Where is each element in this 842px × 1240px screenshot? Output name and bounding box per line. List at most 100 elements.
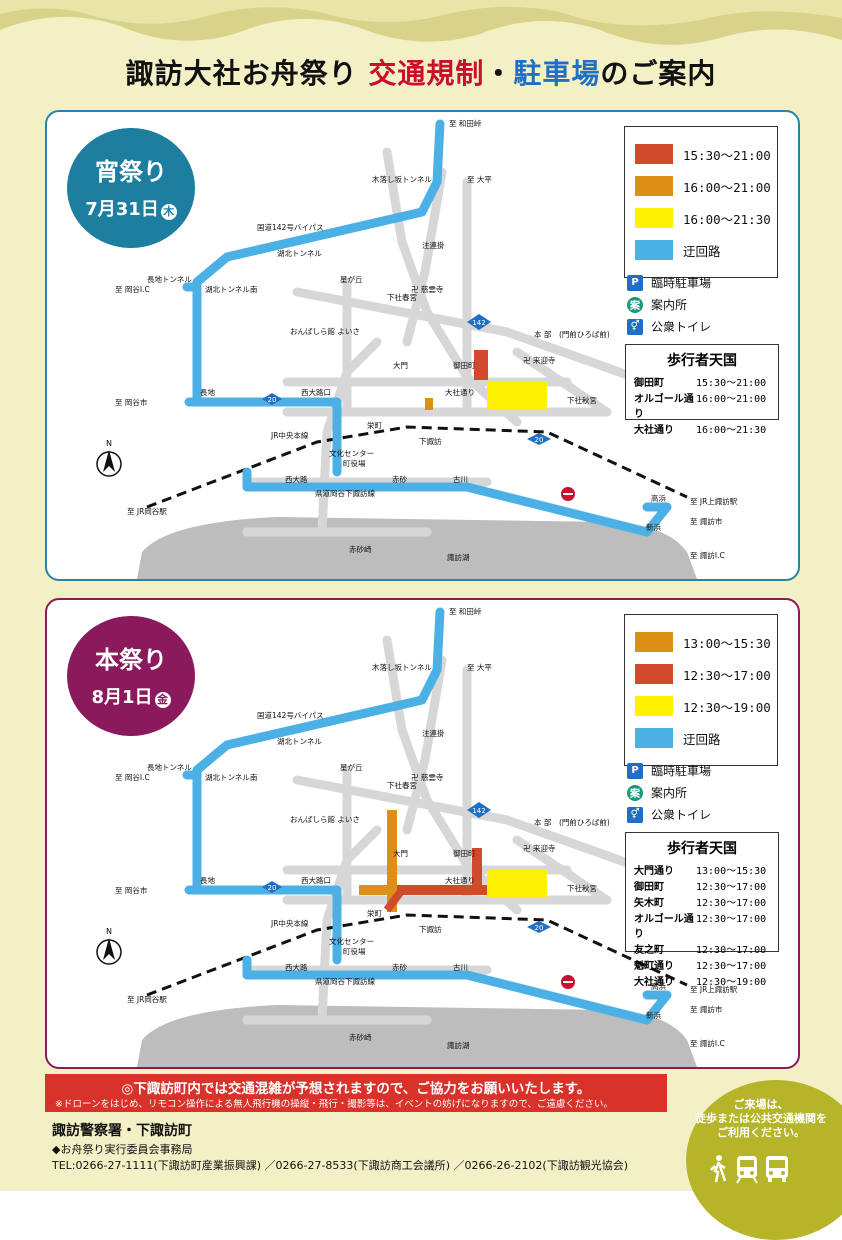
map-label-jiryou: 卍 慈雲寺	[411, 773, 444, 782]
map-label-sakae: 栄町	[367, 909, 382, 918]
traffic-notice: ◎下諏訪町内では交通混雑が予想されますので、ご協力をお願いいたします。 ※ドロー…	[45, 1074, 667, 1112]
map-label-kiotoshi: 木落し坂トンネル	[372, 663, 432, 672]
map-label-lake: 諏訪湖	[447, 553, 470, 562]
organizer: 諏訪警察署・下諏訪町	[52, 1123, 192, 1139]
map-label-bunka: 文化センター	[329, 937, 374, 946]
map-label-jr-line: JR中央本線	[271, 431, 309, 440]
parking-icon: P	[627, 762, 643, 779]
yoimatsuri-panel: 20 142 20 N 至 和田峠 木落し坂トンネル 至 大平 国道142号バイ…	[45, 110, 800, 581]
parking-icon: P	[627, 274, 643, 291]
yoimatsuri-badge: 宵祭り 7月31日木	[67, 128, 195, 248]
contact-tel: TEL:0266-27-1111(下諏訪町産業振興課) ／0266-27-853…	[52, 1159, 629, 1172]
map-label-chuzenji: 注連掛	[422, 729, 445, 738]
map-label-nishioji: 西大路口	[301, 876, 331, 885]
info-icon: 案	[627, 784, 643, 801]
svg-text:20: 20	[268, 884, 277, 892]
map-label-shinbo: 新浜	[646, 1011, 661, 1020]
map-label-konan: 湖北トンネル	[277, 737, 322, 746]
honmatsuri-badge: 本祭り 8月1日金	[67, 616, 195, 736]
svg-text:142: 142	[472, 319, 485, 327]
map-label-lake: 諏訪湖	[447, 1041, 470, 1050]
map-label-nagaji-tunnel: 長地トンネル	[147, 275, 192, 284]
map-label-bypass: 国道142号バイパス	[257, 223, 324, 232]
yoimatsuri-map: 20 142 20 N	[96, 119, 697, 579]
map-label-hoshigaoka: 星が丘	[340, 275, 363, 284]
map-label-akasuna: 赤砂	[392, 475, 407, 484]
map-label-nagaji: 長地	[200, 876, 215, 885]
toilet-icon: ⚥	[627, 806, 643, 823]
map-label-bunka: 文化センター	[329, 449, 374, 458]
map-label-kaido: 県道岡谷下諏訪線	[315, 977, 375, 986]
facility-info: 案案内所	[627, 784, 687, 801]
map-label-chuzenji: 注連掛	[422, 241, 445, 250]
map-label-konan-minami: 湖北トンネル南	[205, 773, 258, 782]
map-label-daimon: 大門	[393, 849, 408, 858]
legend-item: 迂回路	[635, 727, 721, 749]
map-label-takahama: 高浜	[651, 494, 666, 503]
walker-icon	[710, 1155, 727, 1183]
map-label-honbu: 本 部	[534, 330, 552, 339]
map-label-jr-okaya: 至 JR岡谷駅	[127, 507, 167, 516]
map-label-honbu-sub: (門前ひろば前)	[559, 818, 610, 827]
legend-item: 16:00～21:00	[635, 175, 771, 197]
map-label-takahama: 高浜	[651, 982, 666, 991]
map-label-suwa-city: 至 諏訪市	[690, 1005, 723, 1014]
legend-item: 16:00～21:30	[635, 207, 771, 229]
map-label-ohira: 至 大平	[467, 175, 492, 184]
map-label-onda: 御田町	[453, 361, 476, 370]
page-title: 諏訪大社お舟祭り 交通規制・駐車場のご案内	[125, 57, 717, 90]
map-label-taisha: 大社通り	[445, 876, 475, 885]
map-label-okaya-ic: 至 岡谷I.C	[115, 773, 150, 782]
map-label-onbashira: おんばしら館 よいさ	[290, 815, 360, 824]
map-label-furukawa: 古川	[453, 963, 468, 972]
map-label-wada: 至 和田峠	[449, 119, 482, 128]
honmatsuri-legend: 13:00～15:30 12:30～17:00 12:30～19:00 迂回路	[624, 614, 778, 766]
map-label-shimosuwa-st: 下諏訪	[419, 437, 442, 446]
map-label-onbashira: おんばしら館 よいさ	[290, 327, 360, 336]
svg-text:142: 142	[472, 807, 485, 815]
map-label-suwa-city: 至 諏訪市	[690, 517, 723, 526]
map-label-shimosha: 下社春宮	[387, 293, 417, 302]
map-label-akasuna-misaki: 赤砂崎	[349, 545, 372, 554]
map-label-yakuba: 町役場	[343, 947, 366, 956]
map-label-yakuba: 町役場	[343, 459, 366, 468]
map-label-jr-line: JR中央本線	[271, 919, 309, 928]
map-label-akasuna-misaki: 赤砂崎	[349, 1033, 372, 1042]
map-label-akimiya: 下社秋宮	[567, 396, 597, 405]
map-label-jr-kami: 至 JR上諏訪駅	[690, 985, 738, 994]
map-label-konan: 湖北トンネル	[277, 249, 322, 258]
map-label-akasuna: 赤砂	[392, 963, 407, 972]
map-label-shinbo: 新浜	[646, 523, 661, 532]
map-label-nishiooji: 西大路	[285, 475, 308, 484]
map-label-raigo: 卍 来迎寺	[523, 844, 556, 853]
map-label-furukawa: 古川	[453, 475, 468, 484]
svg-text:20: 20	[535, 924, 544, 932]
legend-item: 迂回路	[635, 239, 721, 261]
honmatsuri-panel: 20 142 20 N 至 和田峠 木落し坂トンネル 至 大平 国道142号バイ…	[45, 598, 800, 1069]
map-label-suwa-ic: 至 諏訪I.C	[690, 551, 725, 560]
map-label-okaya-city: 至 岡谷市	[115, 398, 148, 407]
map-label-konan-minami: 湖北トンネル南	[205, 285, 258, 294]
map-label-kiotoshi: 木落し坂トンネル	[372, 175, 432, 184]
map-label-raigo: 卍 来迎寺	[523, 356, 556, 365]
honmatsuri-map: 20 142 20 N	[96, 607, 697, 1067]
facility-info: 案案内所	[627, 296, 687, 313]
map-label-honbu-sub: (門前ひろば前)	[559, 330, 610, 339]
map-label-nagaji: 長地	[200, 388, 215, 397]
map-label-shimosha: 下社春宮	[387, 781, 417, 790]
legend-item: 12:30～17:00	[635, 663, 771, 685]
map-label-wada: 至 和田峠	[449, 607, 482, 616]
legend-item: 13:00～15:30	[635, 631, 771, 653]
map-label-daimon: 大門	[393, 361, 408, 370]
info-icon: 案	[627, 296, 643, 313]
bus-icon	[766, 1156, 788, 1182]
svg-text:20: 20	[535, 436, 544, 444]
